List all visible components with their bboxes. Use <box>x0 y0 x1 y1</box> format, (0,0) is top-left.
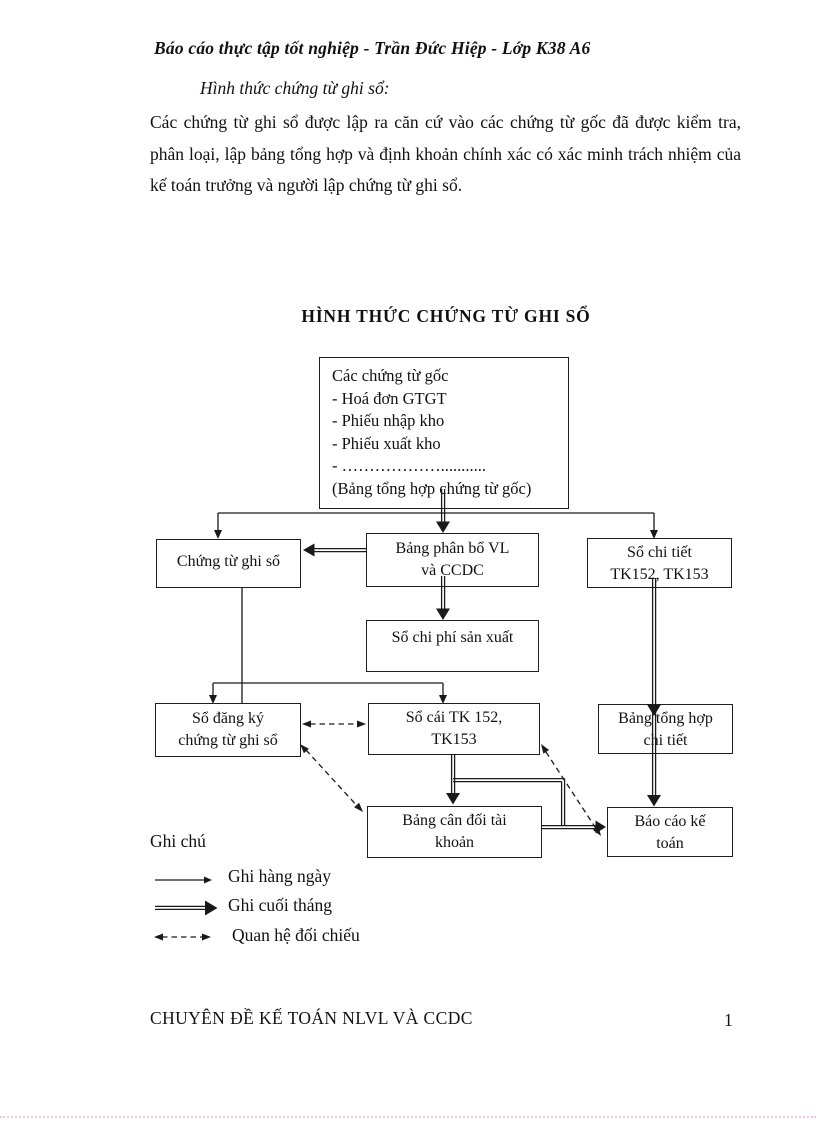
node-line: Bảng phân bổ VL <box>395 540 510 557</box>
node-line: - ………………........... <box>332 456 486 475</box>
legend-check-arrow-icon <box>154 933 211 941</box>
node-line: (Bảng tổng hợp chứng từ gốc) <box>332 478 532 498</box>
legend-item-daily: Ghi hàng ngày <box>228 866 332 886</box>
legend-item-check: Quan hệ đối chiếu <box>232 925 360 945</box>
node-line: Chứng từ ghi sổ <box>176 553 281 570</box>
node-line: Các chứng từ gốc <box>332 366 449 385</box>
node-line: Sổ đăng ký <box>192 710 264 727</box>
legend-daily-arrow-icon <box>155 876 212 884</box>
node-so-chi-phi: Sổ chi phí sản xuất <box>366 620 539 672</box>
node-line: - Phiếu xuất kho <box>332 433 441 453</box>
node-line: Bảng cân đối tài <box>402 812 507 829</box>
node-line: khoản <box>434 833 475 851</box>
node-line: Báo cáo kế <box>634 813 706 830</box>
node-so-chi-tiet: Sổ chi tiết TK152, TK153 <box>587 538 732 588</box>
footer-page-number: 1 <box>724 1010 733 1030</box>
legend-item-monthly: Ghi cuối tháng <box>228 895 333 915</box>
node-line: - Hoá đơn GTGT <box>332 388 447 408</box>
monthly-arrow-bangphanbo-to-chungtu <box>303 543 366 557</box>
node-line: và CCDC <box>421 561 484 579</box>
node-line: Sổ cái TK 152, <box>405 709 503 726</box>
check-arrow-sodangky-bangcandoi <box>300 744 363 812</box>
node-source-documents: Các chứng từ gốc - Hoá đơn GTGT - Phiếu … <box>319 357 569 509</box>
section-heading: Hình thức chứng từ ghi sổ: <box>200 78 390 98</box>
monthly-arrow-sochitiet-to-bangtonghop-to-baocao <box>647 578 661 807</box>
legend-heading: Ghi chú <box>150 831 206 851</box>
node-chung-tu-ghi-so: Chứng từ ghi sổ <box>156 539 301 588</box>
legend-monthly-arrow-icon <box>155 900 218 916</box>
monthly-arrow-socai-to-bangcandoi <box>446 755 460 805</box>
diagram-title: HÌNH THỨC CHỨNG TỪ GHI SỔ <box>301 306 591 326</box>
node-line: - Phiếu nhập kho <box>332 411 445 430</box>
body-paragraph: Các chứng từ ghi sổ được lập ra căn cứ v… <box>150 112 741 195</box>
node-line: chứng từ ghi sổ <box>178 731 278 749</box>
node-line: Bảng tổng hợp <box>618 710 713 727</box>
node-bao-cao: Báo cáo kế toán <box>607 807 733 857</box>
node-line: chi tiết <box>643 731 688 749</box>
node-line: Sổ chi phí sản xuất <box>391 629 514 646</box>
footer-title: CHUYÊN ĐỀ KẾ TOÁN NLVL VÀ CCDC <box>150 1008 473 1028</box>
monthly-arrow-bangcandoi-to-baocao <box>542 820 606 834</box>
check-arrow-socai-baocao <box>541 744 601 836</box>
node-bang-phan-bo: Bảng phân bổ VL và CCDC <box>366 533 539 587</box>
check-arrow-sodangky-socai <box>302 720 366 728</box>
node-so-cai: Sổ cái TK 152, TK153 <box>368 703 540 755</box>
node-line: TK152, TK153 <box>610 565 709 583</box>
node-line: toán <box>656 834 684 852</box>
node-line: TK153 <box>431 730 477 748</box>
node-line: Sổ chi tiết <box>627 544 692 561</box>
node-bang-can-doi: Bảng cân đối tài khoản <box>367 806 542 858</box>
node-bang-tong-hop: Bảng tổng hợp chi tiết <box>598 704 733 754</box>
page-header: Báo cáo thực tập tốt nghiệp - Trần Đức H… <box>154 38 591 58</box>
node-so-dang-ky: Sổ đăng ký chứng từ ghi sổ <box>155 703 301 757</box>
page-bottom-dotted-edge <box>0 1116 816 1118</box>
